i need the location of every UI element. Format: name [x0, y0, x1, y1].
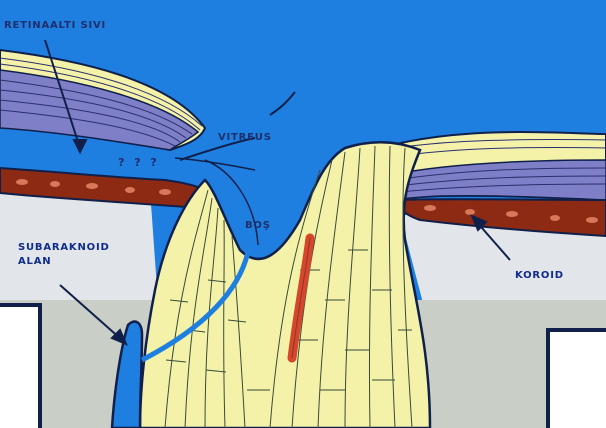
label-vitreus: VITREUS [218, 132, 272, 143]
label-choroid: KOROID [515, 270, 564, 281]
label-subarachnoid-line2: ALAN [18, 256, 51, 267]
left-frame-fill [0, 307, 38, 428]
right-frame-fill [550, 332, 606, 428]
label-question-marks: ? ? ? [118, 156, 160, 169]
label-subarachnoid-line1: SUBARAKNOID [18, 242, 110, 253]
label-bos: BOŞ [245, 220, 271, 231]
label-subretinal-fluid: RETINAALTI SIVI [4, 20, 106, 31]
